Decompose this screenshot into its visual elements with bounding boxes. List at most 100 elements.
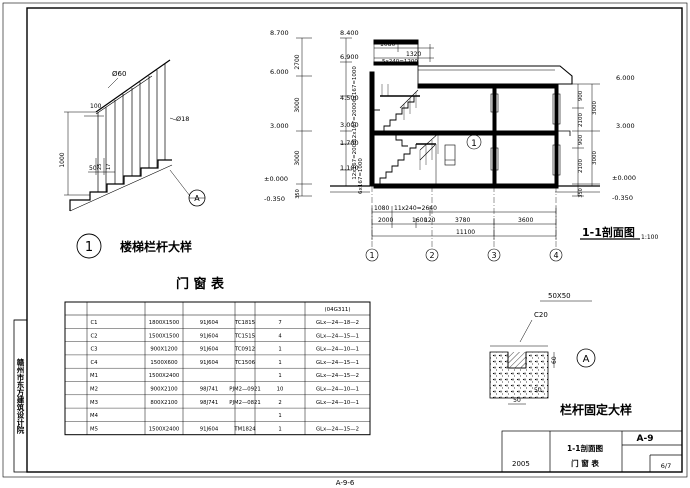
wall-axis1 [369, 71, 375, 187]
table-cell-atlas: 91J604 [200, 333, 219, 339]
table-cell-code: M1 [90, 373, 98, 379]
svg-text:12x167=2000: 12x167=2000 [352, 140, 358, 180]
table-cell-count: 7 [278, 320, 281, 326]
table-cell-size: 800X2100 [150, 400, 178, 406]
svg-text:1: 1 [471, 139, 477, 149]
table-cell-atlas: 98J741 [200, 400, 218, 406]
svg-text:60: 60 [551, 356, 558, 364]
svg-text:门 窗 表: 门 窗 表 [176, 276, 225, 292]
year-label: 2005 [512, 460, 530, 468]
svg-text:3000: 3000 [294, 150, 301, 165]
table-cell-model: PJM2—0821 [229, 400, 260, 406]
handrail-dia-label: Ø60 [112, 70, 126, 78]
svg-text:1.100: 1.100 [340, 164, 359, 172]
svg-text:1.700: 1.700 [340, 139, 359, 147]
table-cell-size: 900X1200 [150, 347, 178, 353]
section-drawing [296, 37, 600, 248]
fix-detail-title: 栏杆固定大样 [560, 402, 632, 417]
svg-text:2100: 2100 [578, 159, 584, 173]
table-cell-lintel: GLx—24—10—1 [316, 347, 359, 353]
table-cell-model: TC1515 [234, 333, 255, 339]
table-cell-model: TC1815 [234, 320, 255, 326]
svg-text:11100: 11100 [456, 229, 475, 236]
svg-text:6.000: 6.000 [270, 68, 289, 76]
svg-text:2700: 2700 [294, 54, 301, 69]
svg-text:±0.000: ±0.000 [264, 175, 288, 183]
svg-text:50X50: 50X50 [548, 292, 571, 300]
table-cell-model: TC1506 [234, 360, 256, 366]
table-cell-lintel: GLx—24—15—2 [316, 373, 359, 379]
svg-text:350: 350 [578, 188, 584, 198]
tb-page: 6/7 [661, 462, 671, 470]
table-cell-code: M3 [90, 400, 98, 406]
svg-text:3000: 3000 [592, 101, 598, 115]
dim-50-label: 50 [89, 165, 97, 172]
table-cell-model: TM1824 [233, 426, 256, 432]
svg-text:3.000: 3.000 [340, 121, 359, 129]
table-cell-size: 1500X2400 [149, 426, 180, 432]
svg-text:6x167=1000: 6x167=1000 [358, 158, 364, 194]
stair-railing-detail [64, 59, 191, 212]
svg-text:2: 2 [429, 251, 434, 260]
svg-text:3: 3 [491, 251, 496, 260]
table-cell-count: 1 [278, 413, 281, 419]
svg-text:C20: C20 [534, 311, 548, 319]
handrail [95, 59, 171, 113]
axis-bubbles: 1 2 3 4 [365, 248, 563, 262]
table-cell-code: C1 [90, 320, 97, 326]
dim-100-label: 100 [90, 103, 102, 110]
svg-text:3.000: 3.000 [616, 122, 635, 130]
dim-1000-label: 1000 [59, 152, 66, 167]
railing-fix-detail: 50X50 C20 50 50 60 A 栏杆固定大样 [489, 292, 632, 417]
designer-vertical-text: 赣州市东方建筑设计院 [16, 357, 25, 435]
svg-text:3000: 3000 [592, 151, 598, 165]
svg-text:8.700: 8.700 [270, 29, 289, 37]
svg-text:120: 120 [424, 217, 436, 224]
table-cell-lintel: GLx—24—15—2 [316, 426, 359, 432]
section-callout-1: 1 [466, 134, 482, 150]
table-cell-size: 900X2100 [150, 387, 178, 393]
table-cell-code: M2 [90, 387, 98, 393]
tb-drawing-no: A-9 [637, 434, 654, 444]
svg-text:3780: 3780 [455, 217, 470, 224]
stair-detail-title-text: 楼梯栏杆大样 [120, 239, 192, 254]
tb-title-2: 门 窗 表 [571, 458, 599, 468]
svg-text:±0.000: ±0.000 [612, 174, 636, 182]
ref-mark-a-stair: A [188, 189, 206, 207]
svg-text:1-1剖面图: 1-1剖面图 [582, 225, 635, 239]
tb-title-1: 1-1剖面图 [567, 443, 604, 453]
table-cell-size: 1800X1500 [149, 320, 180, 326]
svg-text:900: 900 [578, 90, 584, 101]
stair-detail-title: 1 楼梯栏杆大样 [76, 233, 192, 259]
svg-text:1080: 1080 [380, 41, 395, 48]
svg-text:1080: 1080 [374, 205, 389, 212]
table-cell-lintel: GLx—24—18—2 [316, 320, 359, 326]
svg-text:6.900: 6.900 [340, 53, 359, 61]
left-title-strip: 赣州市东方建筑设计院 [13, 319, 28, 473]
table-cell-size: 1500X600 [150, 360, 178, 366]
bottom-sheet-label: A-9-6 [336, 479, 355, 487]
table-cell-atlas: 91J604 [200, 320, 219, 326]
svg-text:1600: 1600 [412, 217, 427, 224]
section-title: 1-1剖面图 1:100 [580, 225, 658, 241]
svg-text:-0.350: -0.350 [612, 194, 633, 202]
svg-text:3000: 3000 [294, 97, 301, 112]
svg-text:6.000: 6.000 [616, 74, 635, 82]
svg-text:A: A [194, 194, 200, 203]
svg-text:2000: 2000 [378, 217, 393, 224]
table-cell-count: 1 [278, 347, 281, 353]
svg-text:50: 50 [534, 387, 542, 394]
inner-elevation-marks: 8.400 6.900 4.500 3.000 1.700 1.100 6x16… [340, 29, 364, 194]
table-cell-model: TC0912 [234, 347, 255, 353]
svg-text:6x167=1000: 6x167=1000 [352, 66, 358, 102]
dim-25-label: 25 [97, 164, 103, 170]
section-dimensions: 1080 1320 5x240=1200 1080 11x240=2640 20… [374, 41, 533, 236]
table-cell-atlas: 98J741 [200, 387, 218, 393]
door-window-table-title: 门 窗 表 [176, 276, 225, 292]
left-elevation-marks: 8.700 6.000 3.000 ±0.000 -0.350 2700 300… [264, 29, 301, 203]
table-cell-size: 1500X1500 [149, 333, 180, 339]
table-cell-count: 1 [278, 426, 281, 432]
dim-17-label: 17 [106, 164, 112, 170]
stair-steps [69, 159, 172, 211]
svg-text:4.500: 4.500 [340, 94, 359, 102]
